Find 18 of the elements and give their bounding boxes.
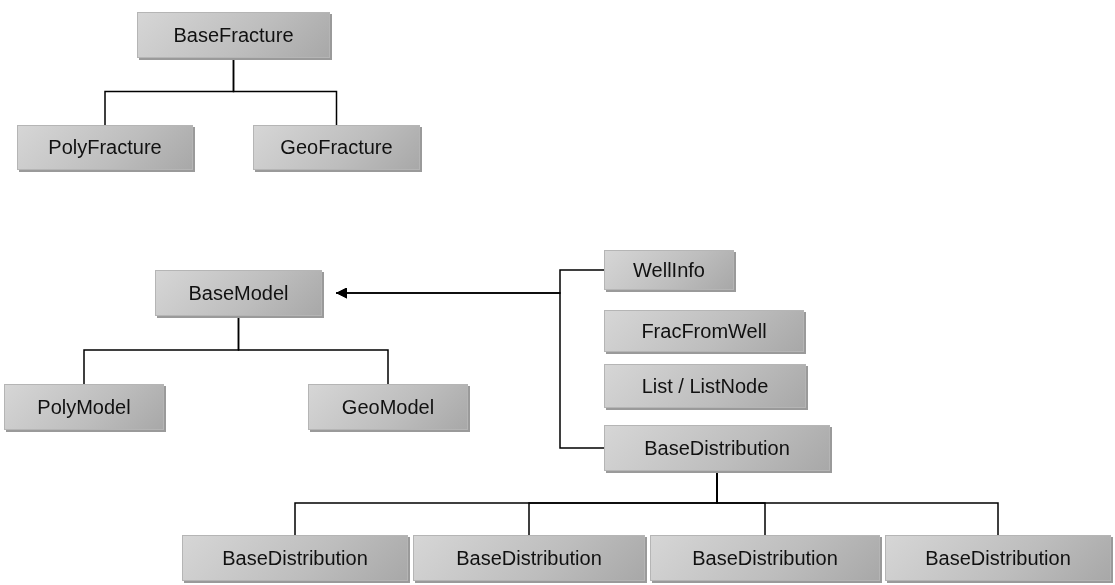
class-box: FracFromWell [604, 310, 804, 352]
class-box: BaseDistribution [885, 535, 1111, 581]
class-box: BaseFracture [137, 12, 330, 58]
connector-line [237, 315, 389, 385]
class-box: GeoModel [308, 384, 468, 430]
connector-line [716, 470, 999, 536]
class-box: BaseDistribution [650, 535, 880, 581]
class-box: List / ListNode [604, 364, 806, 408]
arrow [335, 287, 605, 449]
class-box: BaseDistribution [604, 425, 830, 471]
connector-line [232, 57, 338, 126]
class-box: BaseModel [155, 270, 322, 316]
class-box: GeoFracture [253, 125, 420, 170]
class-box: PolyFracture [17, 125, 193, 170]
class-box: BaseDistribution [413, 535, 645, 581]
class-box: PolyModel [4, 384, 164, 430]
class-box: BaseDistribution [182, 535, 408, 581]
class-box: WellInfo [604, 250, 734, 290]
